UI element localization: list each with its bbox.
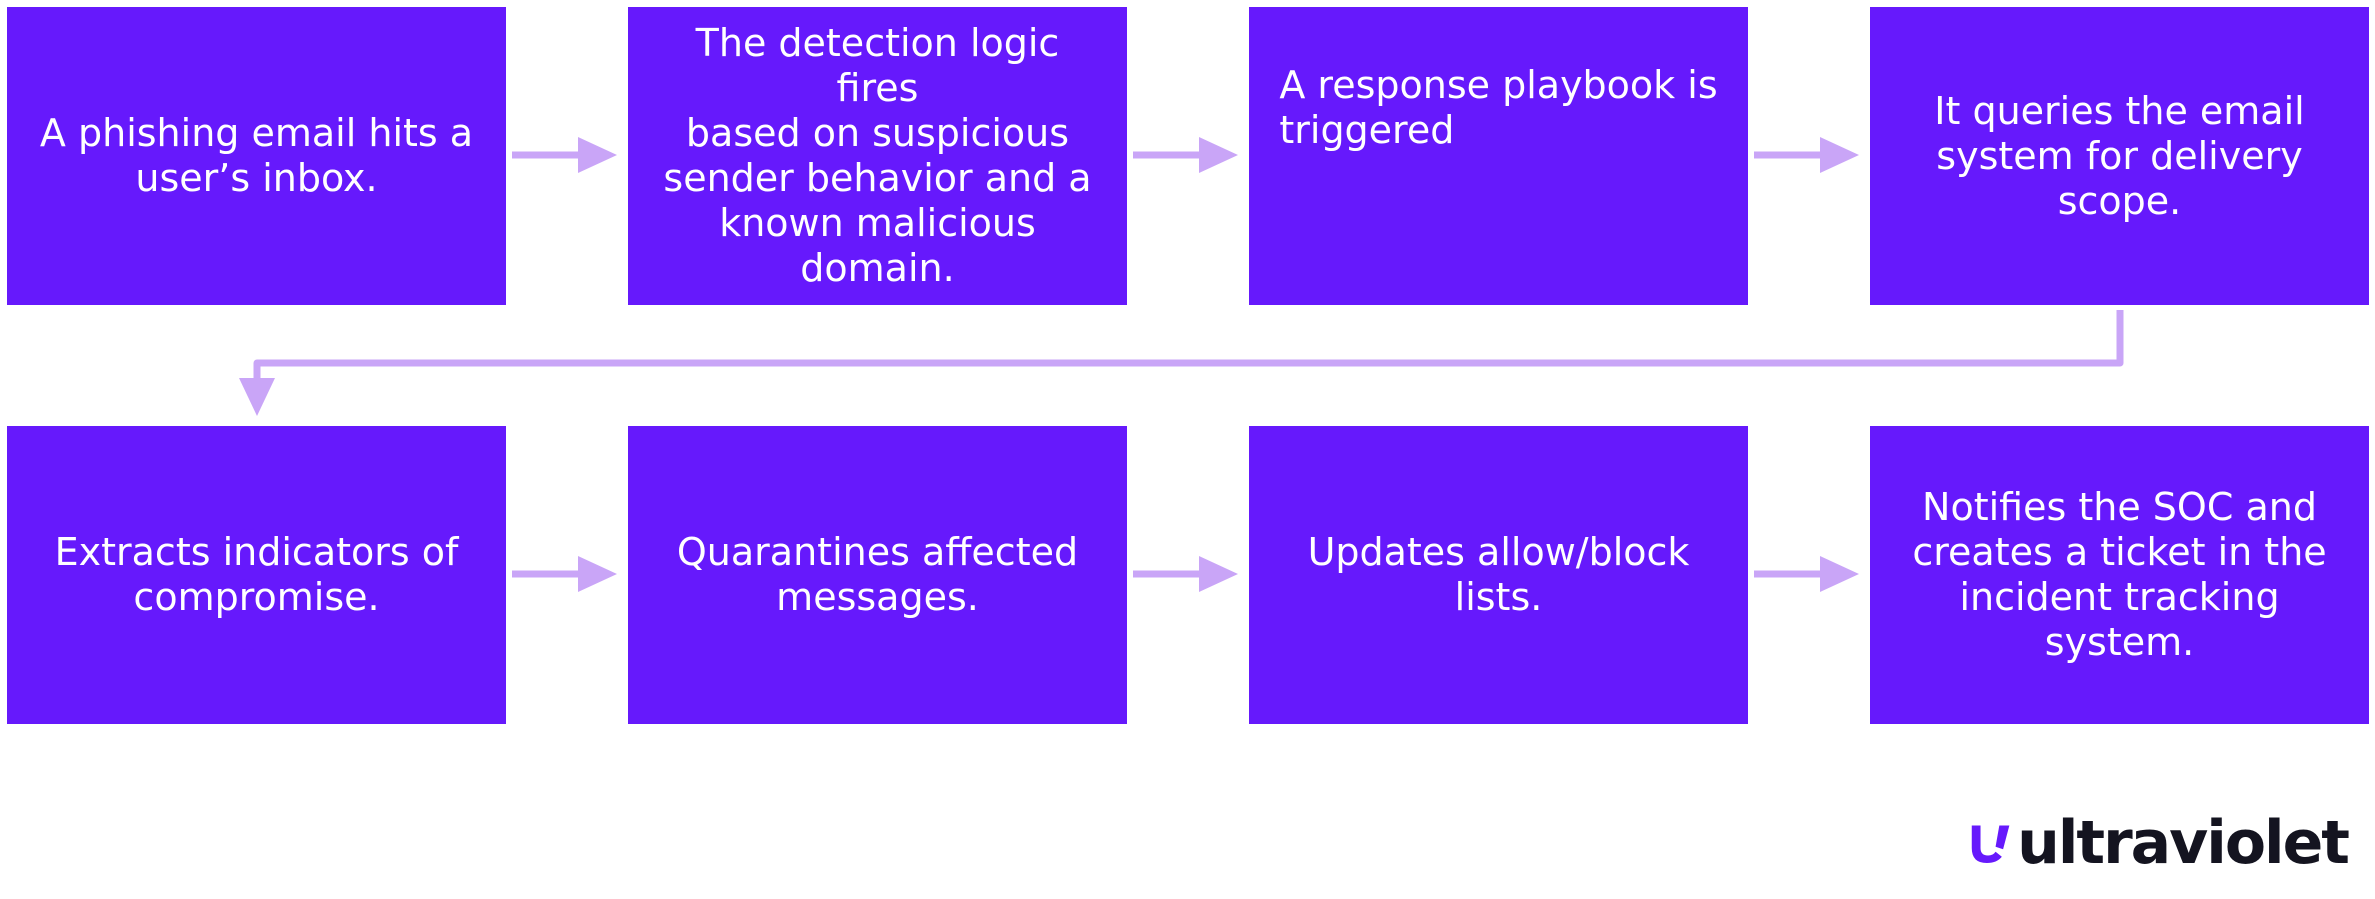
arrow-1-to-2 <box>512 137 617 173</box>
step-box-5: Extracts indicators of compromise. <box>7 426 506 724</box>
arrow-5-to-6 <box>512 556 617 592</box>
step-text-8: Notifies the SOC and creates a ticket in… <box>1912 485 2327 664</box>
logo-wordmark: ultraviolet <box>2017 808 2350 878</box>
step-text-3: A response playbook is triggered <box>1279 63 1718 152</box>
step-box-1: A phishing email hits a user’s inbox. <box>7 7 506 305</box>
ultraviolet-u-logo-icon <box>1971 825 2010 864</box>
arrow-2-to-3 <box>1133 137 1238 173</box>
step-text-5: Extracts indicators of compromise. <box>54 530 459 619</box>
step-text-4: It queries the email system for delivery… <box>1934 88 2305 223</box>
arrow-7-to-8 <box>1754 556 1859 592</box>
step-box-6: Quarantines affected messages. <box>628 426 1127 724</box>
arrow-4-to-5 <box>239 310 2124 416</box>
arrow-6-to-7 <box>1133 556 1238 592</box>
step-box-8: Notifies the SOC and creates a ticket in… <box>1870 426 2369 724</box>
step-text-1: A phishing email hits a user’s inbox. <box>39 111 474 200</box>
step-text-2: The detection logic fires based on suspi… <box>663 21 1092 290</box>
step-box-7: Updates allow/block lists. <box>1249 426 1748 724</box>
arrow-3-to-4 <box>1754 137 1859 173</box>
step-text-7: Updates allow/block lists. <box>1307 530 1690 619</box>
step-text-6: Quarantines affected messages. <box>676 530 1079 619</box>
step-box-3: A response playbook is triggered <box>1249 7 1748 305</box>
step-box-4: It queries the email system for delivery… <box>1870 7 2369 305</box>
ultraviolet-logo: ultraviolet <box>1968 808 2350 878</box>
step-box-2: The detection logic fires based on suspi… <box>628 7 1127 305</box>
